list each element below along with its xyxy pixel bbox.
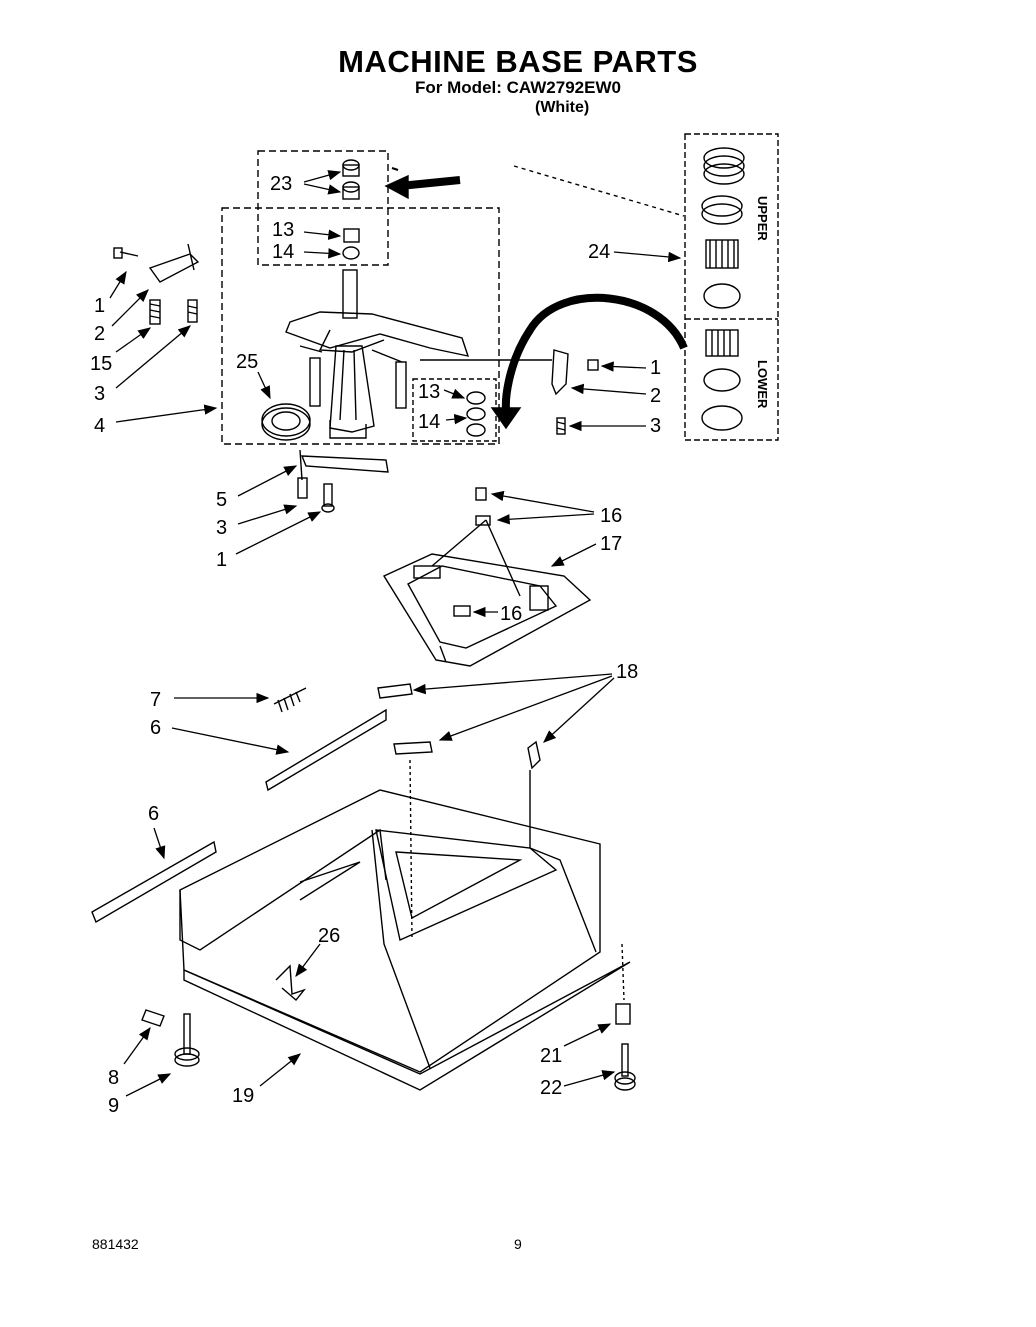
grommet-13 [343, 228, 360, 243]
machine-base-frame [179, 789, 631, 1091]
leveling-foot-left [141, 1009, 200, 1067]
grommet-23a [342, 159, 360, 177]
callout-19: 19 [232, 1085, 254, 1107]
bracket-left-upper [113, 243, 200, 325]
spring-7 [273, 687, 307, 713]
callout-1-right: 1 [650, 357, 661, 379]
callout-9: 9 [108, 1095, 119, 1117]
callout-24: 24 [588, 241, 610, 263]
callout-3-mid: 3 [216, 517, 227, 539]
callout-5: 5 [216, 489, 227, 511]
callout-14-right: 14 [418, 411, 440, 433]
inset-label-upper: UPPER [755, 196, 770, 241]
inset-label-lower: LOWER [755, 360, 770, 409]
callout-2-left: 2 [94, 323, 105, 345]
callout-16a: 16 [600, 505, 622, 527]
doc-number: 881432 [92, 1236, 139, 1252]
callout-17: 17 [600, 533, 622, 555]
callout-26: 26 [318, 925, 340, 947]
callout-4: 4 [94, 415, 105, 437]
callout-3-right: 3 [650, 415, 661, 437]
callout-1-left: 1 [94, 295, 105, 317]
callout-14-top: 14 [272, 241, 294, 263]
callout-6b: 6 [148, 803, 159, 825]
suspension-dashed-box [221, 207, 500, 445]
callout-1-mid: 1 [216, 549, 227, 571]
clip-26 [275, 964, 307, 1002]
callout-21: 21 [540, 1045, 562, 1067]
clip-18a [377, 683, 413, 699]
callout-8: 8 [108, 1067, 119, 1089]
gasket-25 [261, 403, 311, 441]
callout-25: 25 [236, 351, 258, 373]
grommet-14 [342, 246, 360, 260]
callout-6a: 6 [150, 717, 161, 739]
callout-15: 15 [90, 353, 112, 375]
curved-arrow [501, 293, 688, 411]
callout-23: 23 [270, 173, 292, 195]
page-title: MACHINE BASE PARTS [338, 44, 698, 79]
suspension-spider [285, 269, 470, 439]
callout-22: 22 [540, 1077, 562, 1099]
clip-18b [393, 741, 433, 755]
callout-16b: 16 [500, 603, 522, 625]
rail-6a [265, 708, 387, 792]
callout-13-right: 13 [418, 381, 440, 403]
page-number: 9 [514, 1236, 522, 1252]
callout-13-top: 13 [272, 219, 294, 241]
grommet-23b [342, 181, 360, 200]
tub-support-17 [382, 487, 592, 667]
clip-18c [527, 740, 541, 770]
color-note: (White) [535, 99, 590, 116]
rail-6b [91, 840, 217, 924]
model-line: For Model: CAW2792EW0 [415, 78, 621, 97]
bracket-5 [297, 449, 389, 513]
callout-18: 18 [616, 661, 638, 683]
callout-3-left: 3 [94, 383, 105, 405]
callout-7: 7 [150, 689, 161, 711]
bearing-inset [684, 133, 779, 441]
callout-2-right: 2 [650, 385, 661, 407]
leveling-foot-right [614, 943, 636, 1091]
bracket-right-upper [420, 349, 599, 435]
